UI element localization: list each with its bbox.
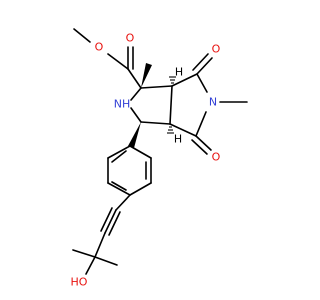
bond-n-c4 <box>195 111 207 137</box>
bond-c6a-c6 <box>171 73 198 87</box>
bond-c6-o-a <box>196 57 213 75</box>
wedge-c1-methyl <box>141 63 152 88</box>
atom-labels: O O NH N O O H H HO <box>71 32 221 289</box>
bond-ph-inner-b <box>111 181 127 191</box>
atom-imide-o-bottom: O <box>212 151 221 164</box>
bond-alkyne-to-quat <box>94 232 106 258</box>
bond-triple-1 <box>104 209 117 234</box>
bond-ph-3-4 <box>129 182 152 196</box>
atom-stereo-h-top: H <box>175 66 183 79</box>
bond-ph-4-5 <box>107 182 131 196</box>
atom-ester-methoxy-o: O <box>95 41 104 54</box>
atom-hydroxyl: HO <box>71 276 88 289</box>
bond-triple-2 <box>100 207 113 232</box>
bond-quat-methyl-right <box>94 256 118 266</box>
bond-carbonyl-c-c1 <box>127 68 142 89</box>
stereo-bonds <box>128 63 176 148</box>
bond-c1-nh <box>130 87 142 101</box>
bond-c6-n <box>196 73 208 93</box>
atom-ester-carbonyl-o: O <box>126 32 135 45</box>
bond-methoxy-ch3 <box>73 28 91 43</box>
molecule-structure: O O NH N O O H H HO <box>0 0 300 300</box>
bond-c4-o-a <box>195 135 212 151</box>
bond-c6-o-b <box>192 53 209 71</box>
bond-c1-c6a <box>140 85 173 89</box>
bond-triple-3 <box>108 211 121 236</box>
bond-ph-to-alkyne <box>115 194 131 211</box>
atom-pyrrolidine-nh: NH <box>114 98 131 111</box>
bond-c4-o-b <box>191 139 208 155</box>
canvas-background <box>0 0 300 300</box>
atom-stereo-h-bottom: H <box>174 133 182 146</box>
bond-ph-inner-c <box>111 150 127 163</box>
atom-imide-o-top: O <box>212 43 221 56</box>
atom-imide-n: N <box>209 96 217 109</box>
bond-c3-c3a <box>140 121 171 125</box>
bond-c4-c3a <box>169 123 197 137</box>
bond-nh-c3 <box>130 107 142 123</box>
bond-ph-1-2 <box>129 145 152 159</box>
bond-quat-methyl-left <box>72 249 96 258</box>
bond-ph-6-1 <box>107 145 131 159</box>
wedge-c3-aryl <box>128 122 141 148</box>
bond-carbonyl-c-o-methoxy <box>107 53 129 70</box>
bond-c3a-c6a <box>169 85 173 125</box>
bond-quat-oh <box>85 256 96 275</box>
bonds <box>72 28 248 275</box>
